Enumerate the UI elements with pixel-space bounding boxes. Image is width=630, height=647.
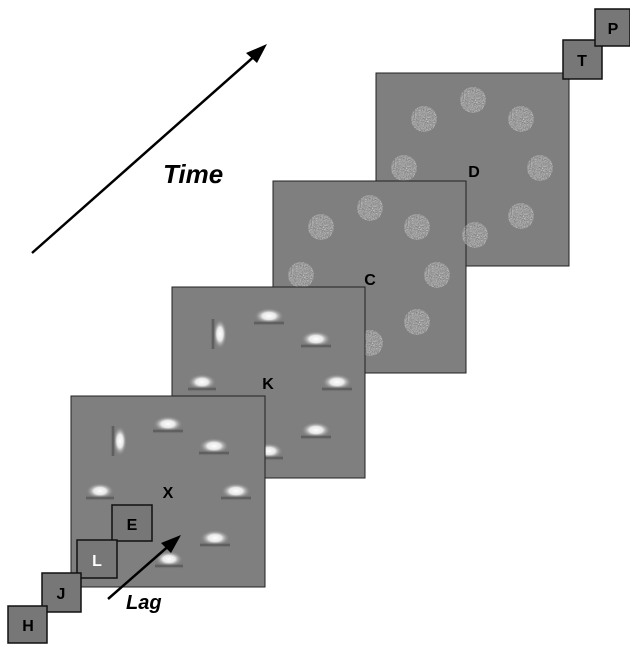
frame-4-letter: D <box>468 164 480 181</box>
gabor-patch <box>199 438 229 456</box>
gabor-patch <box>301 331 331 349</box>
letter-box-h: H <box>7 605 48 644</box>
noise-patch <box>462 222 488 248</box>
gabor-patch <box>210 319 227 349</box>
noise-patch <box>460 87 486 113</box>
gabor-patch <box>301 422 331 440</box>
time-label: Time <box>163 159 223 189</box>
letter-j: J <box>57 586 66 603</box>
frame-1-letter: X <box>163 485 174 502</box>
letter-e: E <box>127 517 138 534</box>
noise-patch <box>424 262 450 288</box>
letter-box-j: J <box>41 572 82 613</box>
gabor-patch <box>322 374 352 392</box>
noise-patch <box>357 195 383 221</box>
noise-patch <box>508 203 534 229</box>
noise-patch <box>508 106 534 132</box>
gabor-patch <box>200 530 230 548</box>
frame-2-letter: K <box>262 376 274 393</box>
gabor-patch <box>110 426 127 456</box>
gabor-patch <box>153 416 183 434</box>
letter-l: L <box>92 553 102 570</box>
noise-patch <box>288 262 314 288</box>
lag-label: Lag <box>126 592 162 614</box>
letter-t: T <box>577 53 587 70</box>
noise-patch <box>308 214 334 240</box>
noise-patch <box>527 155 553 181</box>
time-arrow <box>31 44 267 254</box>
gabor-patch <box>188 374 216 392</box>
gabor-patch <box>86 483 114 501</box>
letter-p: P <box>608 21 619 38</box>
gabor-patch <box>254 308 284 326</box>
noise-patch <box>404 309 430 335</box>
letter-box-l: L <box>76 539 118 579</box>
noise-patch <box>411 106 437 132</box>
letter-box-e: E <box>111 504 153 542</box>
frame-3-letter: C <box>364 272 376 289</box>
noise-patch <box>391 155 417 181</box>
gabor-patch <box>221 483 251 501</box>
noise-patch <box>404 214 430 240</box>
gabor-patch <box>155 551 183 569</box>
lag-arrow <box>107 535 181 600</box>
letter-box-p: P <box>594 8 630 47</box>
letter-h: H <box>22 618 34 635</box>
